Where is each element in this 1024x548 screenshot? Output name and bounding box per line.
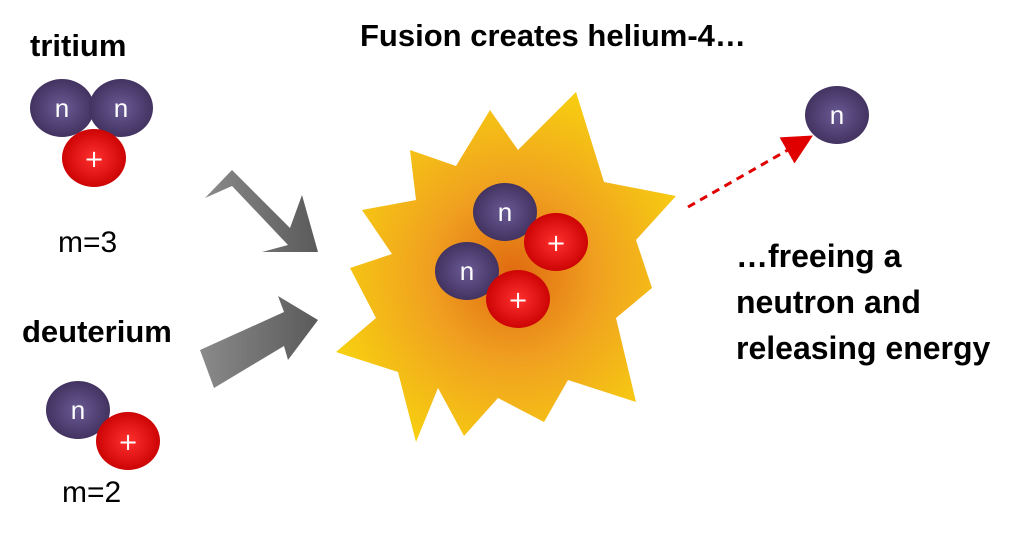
tritium-nucleus: n n +	[30, 79, 153, 187]
neutron-symbol: n	[498, 197, 512, 227]
neutron-particle	[473, 183, 537, 241]
caption-line: …freeing a	[736, 238, 902, 274]
proton-symbol: +	[546, 229, 566, 257]
arrow-from-tritium	[205, 170, 318, 252]
proton-particle	[524, 213, 588, 271]
diagram-headline: Fusion creates helium-4…	[360, 18, 746, 53]
neutron-particle	[46, 381, 110, 439]
neutron-symbol: n	[71, 395, 85, 425]
neutron-symbol: n	[830, 100, 844, 130]
caption-line: neutron and	[736, 284, 921, 320]
deuterium-mass-label: m=2	[62, 476, 122, 509]
neutron-path-arrow	[687, 135, 814, 209]
neutron-particle	[30, 79, 94, 137]
proton-particle	[62, 129, 126, 187]
neutron-symbol: n	[114, 93, 128, 123]
tritium-mass-label: m=3	[58, 226, 118, 259]
arrow-from-deuterium	[200, 296, 318, 388]
neutron-particle	[435, 242, 499, 300]
neutron-particle	[89, 79, 153, 137]
neutron-particle	[805, 86, 869, 144]
free-neutron: n	[805, 86, 869, 144]
fusion-burst	[336, 92, 676, 442]
helium-4-nucleus: n n + +	[435, 183, 588, 328]
deuterium-nucleus: n +	[46, 381, 160, 470]
deuterium-label: deuterium	[22, 314, 172, 349]
result-caption: …freeing a neutron and releasing energy	[736, 233, 990, 371]
tritium-label: tritium	[30, 28, 127, 63]
caption-line: releasing energy	[736, 330, 991, 366]
neutron-symbol: n	[55, 93, 69, 123]
proton-particle	[96, 412, 160, 470]
neutron-symbol: n	[460, 256, 474, 286]
proton-particle	[486, 270, 550, 328]
proton-symbol: +	[508, 286, 528, 314]
proton-symbol: +	[118, 428, 138, 456]
proton-symbol: +	[84, 145, 104, 173]
